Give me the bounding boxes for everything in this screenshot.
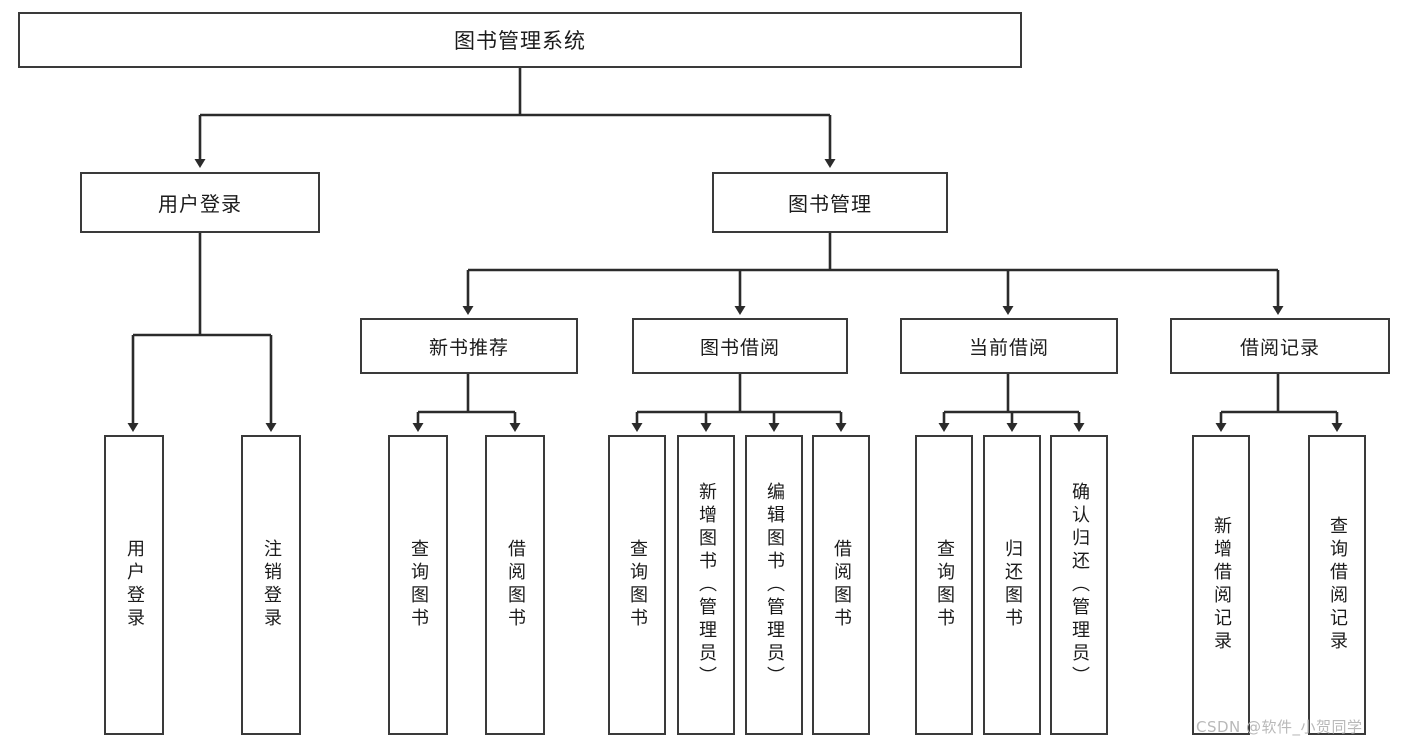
node-leaf-user-login[interactable]: 用户登录 (104, 435, 164, 735)
node-leaf-add-record-label: 新增借阅记录 (1211, 516, 1232, 654)
node-leaf-query-book-2-label: 查询图书 (627, 539, 648, 631)
node-leaf-edit-book-label: 编辑图书（管理员） (764, 481, 785, 689)
node-leaf-query-record[interactable]: 查询借阅记录 (1308, 435, 1366, 735)
node-leaf-logout[interactable]: 注销登录 (241, 435, 301, 735)
node-leaf-edit-book[interactable]: 编辑图书（管理员） (745, 435, 803, 735)
node-leaf-query-record-label: 查询借阅记录 (1327, 516, 1348, 654)
node-leaf-add-book-label: 新增图书（管理员） (696, 481, 717, 689)
node-leaf-confirm-return[interactable]: 确认归还（管理员） (1050, 435, 1108, 735)
node-user-login[interactable]: 用户登录 (80, 172, 320, 233)
node-leaf-borrow-book-1[interactable]: 借阅图书 (485, 435, 545, 735)
node-user-login-label: 用户登录 (158, 192, 242, 216)
node-leaf-confirm-return-label: 确认归还（管理员） (1069, 481, 1090, 689)
node-root-label: 图书管理系统 (454, 29, 586, 53)
node-leaf-logout-label: 注销登录 (261, 539, 282, 631)
node-book-borrow-label: 图书借阅 (699, 336, 780, 359)
node-leaf-borrow-book-2[interactable]: 借阅图书 (812, 435, 870, 735)
node-borrow-record[interactable]: 借阅记录 (1170, 318, 1390, 374)
node-leaf-return-book[interactable]: 归还图书 (983, 435, 1041, 735)
node-leaf-query-book-1-label: 查询图书 (408, 539, 429, 631)
node-leaf-query-book-3-label: 查询图书 (934, 539, 955, 631)
node-new-book-recommend[interactable]: 新书推荐 (360, 318, 578, 374)
node-leaf-borrow-book-2-label: 借阅图书 (831, 539, 852, 631)
node-new-book-recommend-label: 新书推荐 (428, 336, 509, 359)
node-leaf-add-record[interactable]: 新增借阅记录 (1192, 435, 1250, 735)
node-leaf-user-login-label: 用户登录 (124, 539, 145, 631)
node-current-borrow-label: 当前借阅 (968, 336, 1049, 359)
watermark: CSDN @软件_小贺同学 (1196, 718, 1363, 736)
node-leaf-query-book-2[interactable]: 查询图书 (608, 435, 666, 735)
node-book-borrow[interactable]: 图书借阅 (632, 318, 848, 374)
node-leaf-query-book-1[interactable]: 查询图书 (388, 435, 448, 735)
node-leaf-return-book-label: 归还图书 (1002, 539, 1023, 631)
node-book-management-label: 图书管理 (788, 192, 872, 216)
node-book-management[interactable]: 图书管理 (712, 172, 948, 233)
node-borrow-record-label: 借阅记录 (1239, 336, 1320, 359)
node-leaf-add-book[interactable]: 新增图书（管理员） (677, 435, 735, 735)
node-leaf-query-book-3[interactable]: 查询图书 (915, 435, 973, 735)
node-leaf-borrow-book-1-label: 借阅图书 (505, 539, 526, 631)
node-root[interactable]: 图书管理系统 (18, 12, 1022, 68)
node-current-borrow[interactable]: 当前借阅 (900, 318, 1118, 374)
